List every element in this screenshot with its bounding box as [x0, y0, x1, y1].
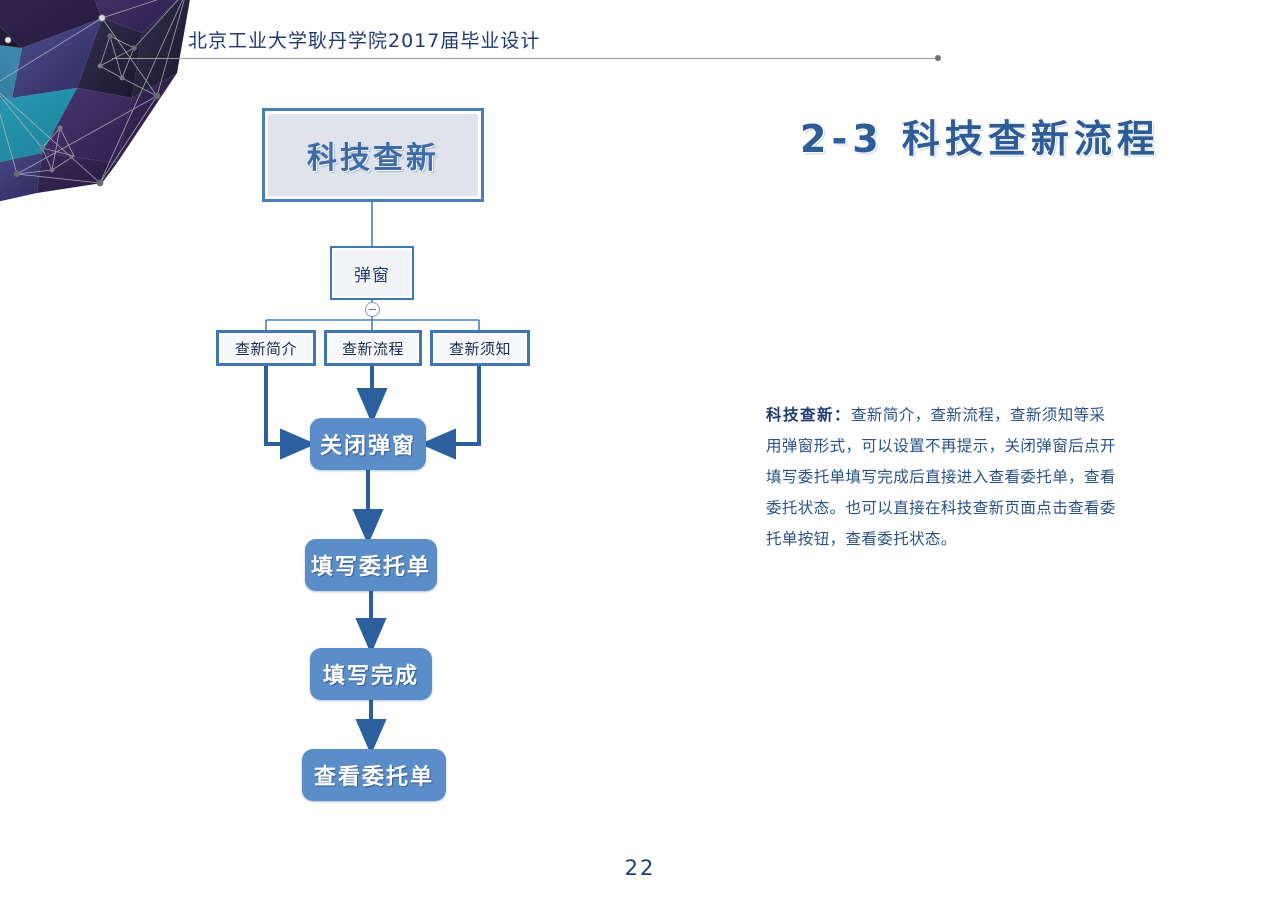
flowchart: 科技查新 弹窗 查新简介 查新流程 查新须知 关闭弹窗 填写委托单 填写完成 查…	[0, 0, 620, 830]
page-number: 22	[624, 856, 656, 880]
flow-node-close-popup[interactable]: 关闭弹窗	[310, 418, 426, 470]
description-body: 查新简介，查新流程，查新须知等采用弹窗形式，可以设置不再提示，关闭弹窗后点开填写…	[766, 406, 1116, 548]
slide-title: 2-3 科技查新流程	[800, 117, 1160, 161]
flow-node-fill-complete[interactable]: 填写完成	[310, 648, 432, 700]
flow-node-intro[interactable]: 查新简介	[216, 330, 316, 366]
description-block: 科技查新：查新简介，查新流程，查新须知等采用弹窗形式，可以设置不再提示，关闭弹窗…	[766, 400, 1118, 555]
flow-node-process[interactable]: 查新流程	[324, 330, 422, 366]
page-header-title: 北京工业大学耿丹学院2017届毕业设计	[188, 30, 541, 52]
header-divider-end-dot	[935, 55, 941, 61]
description-lead: 科技查新：	[766, 406, 852, 424]
flow-node-popup[interactable]: 弹窗	[330, 246, 414, 300]
header-divider	[112, 58, 938, 59]
flowchart-connectors	[264, 202, 481, 755]
flow-node-root[interactable]: 科技查新	[262, 108, 484, 202]
flow-node-fill-order[interactable]: 填写委托单	[305, 539, 437, 591]
flow-node-notice[interactable]: 查新须知	[430, 330, 530, 366]
minus-icon[interactable]	[365, 302, 380, 317]
flow-node-view-order[interactable]: 查看委托单	[302, 749, 446, 801]
